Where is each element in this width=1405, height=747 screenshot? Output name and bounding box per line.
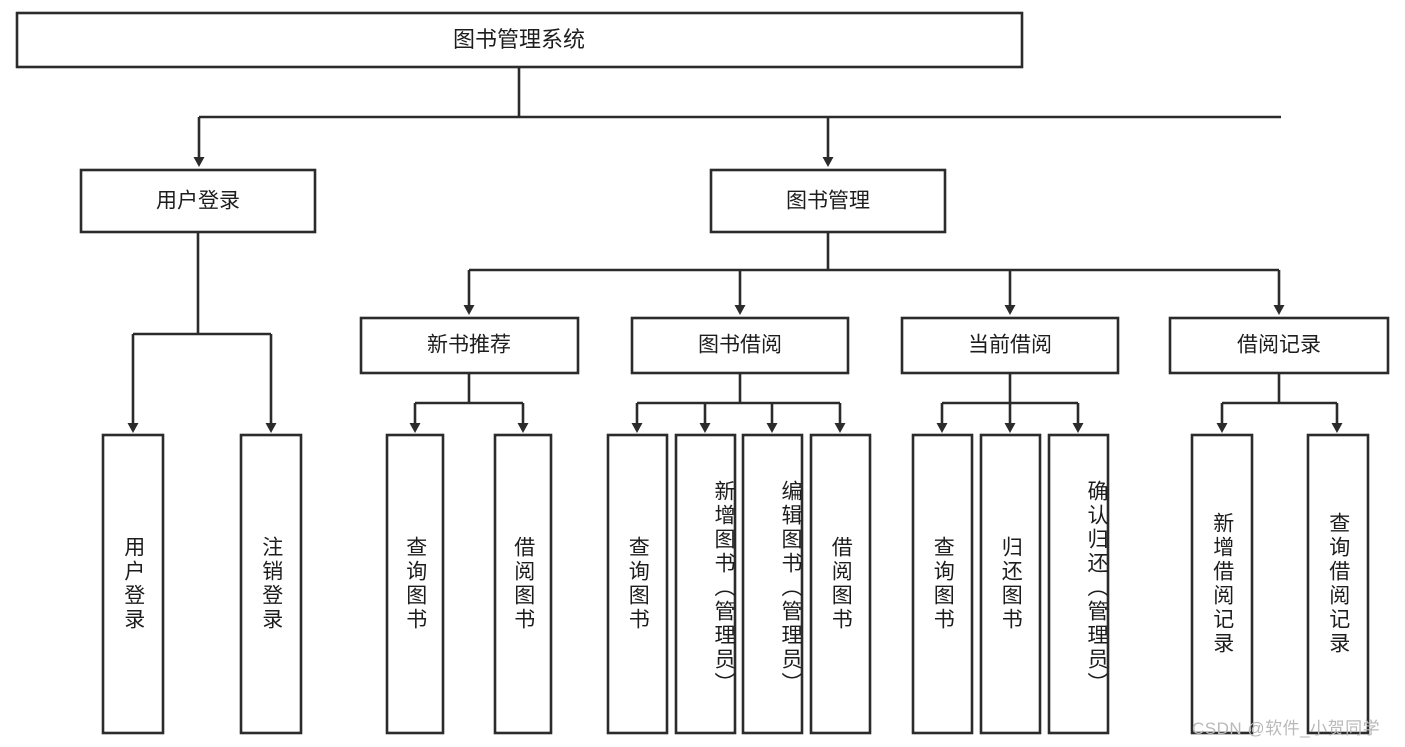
node-leaf-book-borrow-edit[interactable] — [741, 433, 804, 735]
node-user-login-label: 用户登录 — [156, 190, 240, 213]
node-borrow-record[interactable]: 借阅记录 — [1168, 316, 1390, 375]
connector-book-borrow-to-leaves — [631, 373, 846, 433]
node-leaf-current-borrow-confirm[interactable] — [1047, 433, 1110, 735]
node-leaf-new-book-query[interactable] — [385, 433, 445, 735]
csdn-watermark: CSDN @软件_小贺同学 — [1192, 719, 1381, 738]
node-new-book-recommend[interactable]: 新书推荐 — [359, 316, 580, 375]
node-leaf-book-borrow-borrow[interactable] — [809, 433, 872, 735]
connector-current-borrow-to-leaves — [936, 373, 1084, 433]
node-new-book-recommend-label: 新书推荐 — [427, 334, 511, 357]
node-leaf-record-add[interactable] — [1190, 433, 1254, 735]
node-root-book-management-system[interactable]: 图书管理系统 — [15, 11, 1024, 69]
node-book-management-label: 图书管理 — [786, 190, 870, 213]
node-leaf-user-login-login[interactable] — [101, 433, 165, 735]
node-book-borrow[interactable]: 图书借阅 — [630, 316, 850, 375]
node-borrow-record-label: 借阅记录 — [1237, 334, 1321, 357]
node-leaf-book-borrow-query[interactable] — [606, 433, 669, 735]
node-leaf-new-book-borrow[interactable] — [493, 433, 553, 735]
connector-user-login-to-leaves — [127, 232, 277, 433]
node-leaf-user-login-logout[interactable] — [239, 433, 303, 735]
connector-book-manage-to-level3 — [463, 232, 1285, 315]
node-user-login[interactable]: 用户登录 — [79, 168, 317, 234]
node-leaf-current-borrow-query[interactable] — [911, 433, 974, 735]
node-current-borrow[interactable]: 当前借阅 — [900, 316, 1120, 375]
connector-borrow-record-to-leaves — [1216, 373, 1343, 433]
connector-new-book-to-leaves — [409, 373, 529, 433]
node-root-label: 图书管理系统 — [453, 27, 585, 52]
node-book-management[interactable]: 图书管理 — [709, 168, 947, 234]
node-current-borrow-label: 当前借阅 — [968, 334, 1052, 357]
node-leaf-book-borrow-add[interactable] — [674, 433, 737, 735]
node-leaf-record-query[interactable] — [1306, 433, 1370, 735]
node-leaf-current-borrow-return[interactable] — [979, 433, 1042, 735]
connector-root-to-level2 — [193, 67, 1281, 167]
node-book-borrow-label: 图书借阅 — [698, 334, 782, 357]
